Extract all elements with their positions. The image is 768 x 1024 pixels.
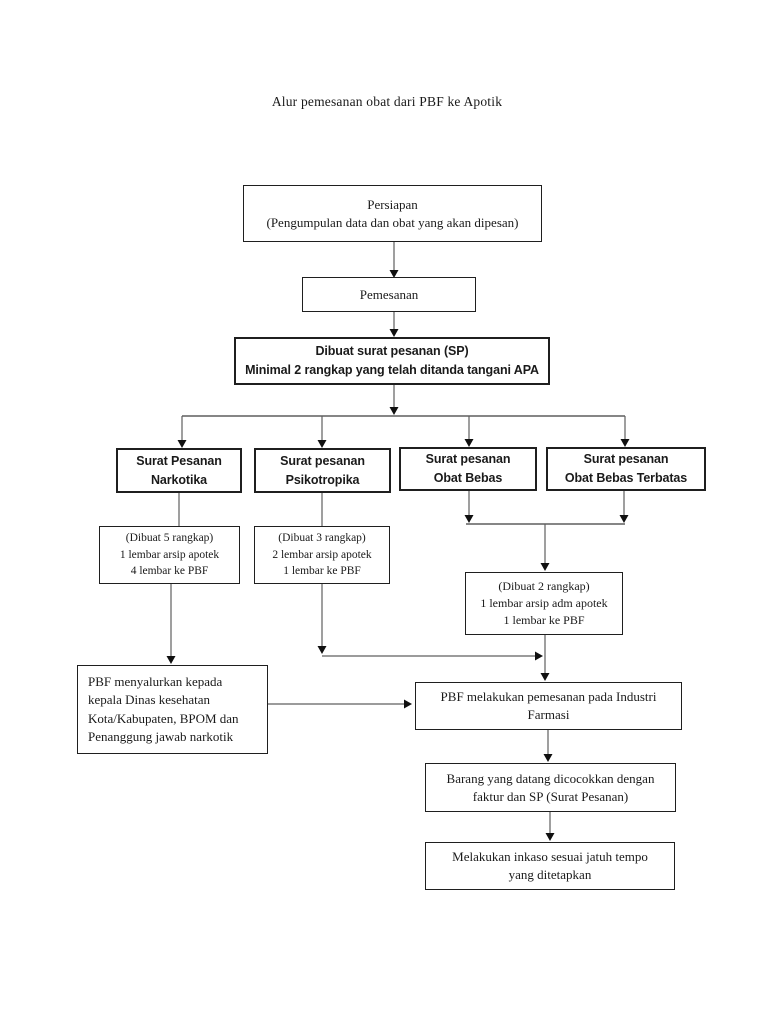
node-pbf-pemesanan: PBF melakukan pemesanan pada Industri Fa… [415, 682, 682, 730]
node-line: Pemesanan [359, 286, 419, 302]
node-line: Surat pesanan [425, 452, 511, 466]
node-pemesanan: Pemesanan [302, 277, 476, 312]
node-line: (Pengumpulan data dan obat yang akan dip… [266, 214, 519, 230]
node-pbf-menyalurkan: PBF menyalurkan kepada kepala Dinas kese… [77, 665, 268, 754]
node-barang-datang: Barang yang datang dicocokkan dengan fak… [425, 763, 676, 812]
node-line: Surat pesanan [583, 452, 669, 466]
node-dibuat-sp: Dibuat surat pesanan (SP) Minimal 2 rang… [234, 337, 550, 385]
node-sp-narkotika: Surat Pesanan Narkotika [116, 448, 242, 493]
page-title: Alur pemesanan obat dari PBF ke Apotik [271, 94, 503, 109]
node-rangkap-psikotropika: (Dibuat 3 rangkap) 2 lembar arsip apotek… [254, 526, 390, 584]
node-line: 1 lembar ke PBF [503, 613, 585, 627]
node-sp-psikotropika: Surat pesanan Psikotropika [254, 448, 391, 493]
node-line: Barang yang datang dicocokkan dengan [446, 770, 655, 786]
node-line: (Dibuat 2 rangkap) [498, 579, 590, 593]
node-line: Dibuat surat pesanan (SP) [315, 344, 469, 358]
node-line: Minimal 2 rangkap yang telah ditanda tan… [245, 363, 539, 377]
node-line: 2 lembar arsip apotek [272, 548, 372, 561]
node-line: Farmasi [527, 707, 570, 722]
node-line: Kota/Kabupaten, BPOM dan [88, 710, 239, 726]
node-rangkap-bebas: (Dibuat 2 rangkap) 1 lembar arsip adm ap… [465, 572, 623, 635]
node-line: yang ditetapkan [508, 867, 592, 882]
node-persiapan: Persiapan (Pengumpulan data dan obat yan… [243, 185, 542, 242]
node-line: Surat pesanan [280, 453, 365, 468]
node-line: PBF menyalurkan kepada [88, 673, 223, 689]
node-line: Obat Bebas Terbatas [564, 471, 688, 485]
node-line: 1 lembar ke PBF [283, 565, 361, 578]
node-line: (Dibuat 3 rangkap) [278, 532, 366, 545]
node-sp-obat-bebas: Surat pesanan Obat Bebas [399, 447, 537, 491]
node-line: Obat Bebas [433, 471, 503, 485]
node-rangkap-narkotika: (Dibuat 5 rangkap) 1 lembar arsip apotek… [99, 526, 240, 584]
node-line: PBF melakukan pemesanan pada Industri [440, 689, 657, 704]
node-line: 4 lembar ke PBF [130, 565, 209, 578]
node-line: kepala Dinas kesehatan [88, 692, 211, 707]
node-line: 1 lembar arsip apotek [119, 548, 220, 561]
node-line: 1 lembar arsip adm apotek [480, 596, 608, 610]
node-line: Psikotropika [285, 472, 360, 487]
node-inkaso: Melakukan inkaso sesuai jatuh tempo yang… [425, 842, 675, 890]
node-sp-obat-bebas-terbatas: Surat pesanan Obat Bebas Terbatas [546, 447, 706, 491]
node-line: faktur dan SP (Surat Pesanan) [472, 788, 629, 804]
node-line: Penanggung jawab narkotik [88, 729, 234, 744]
node-line: (Dibuat 5 rangkap) [125, 532, 214, 545]
node-line: Melakukan inkaso sesuai jatuh tempo [452, 849, 648, 864]
node-line: Surat Pesanan [136, 453, 222, 468]
node-line: Narkotika [150, 472, 208, 487]
node-line: Persiapan [367, 196, 418, 212]
